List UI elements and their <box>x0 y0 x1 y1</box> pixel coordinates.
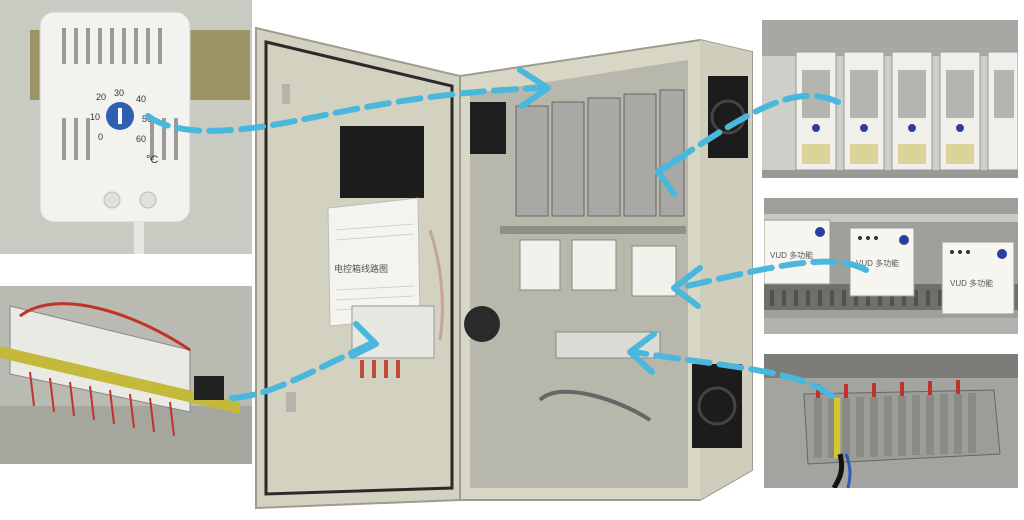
dial-tick-60: 60 <box>136 134 147 144</box>
door-terminal-rail <box>351 305 435 359</box>
inset-thermostat: 20 30 40 10 50 0 60 °C <box>0 0 252 254</box>
interior-terminal-block <box>555 331 661 359</box>
inset-power-supplies <box>762 20 1018 178</box>
cabinet-door: 电控箱线路图 <box>255 26 461 510</box>
dial-tick-10: 10 <box>90 112 101 122</box>
dial-tick-50: 50 <box>142 114 153 124</box>
interior-fan-bottom <box>464 306 500 342</box>
dial-tick-30: 30 <box>114 88 125 98</box>
interior-fan-top <box>470 102 506 154</box>
dial-tick-0: 0 <box>98 132 104 142</box>
thermostat-unit: °C <box>146 154 159 166</box>
cabinet-body <box>459 38 753 501</box>
dial-tick-20: 20 <box>96 92 107 102</box>
door-document-title: 电控箱线路图 <box>334 263 388 274</box>
inset-terminal-rail <box>0 286 252 464</box>
inset-terminal-block <box>764 354 1018 488</box>
vud-label-2: VUD 多功能 <box>856 259 900 268</box>
vud-module-row <box>519 239 677 297</box>
vud-label-1: VUD 多功能 <box>770 251 814 260</box>
vud-label-3: VUD 多功能 <box>950 279 994 288</box>
inset-vud-modules: VUD 多功能 VUD 多功能 VUD 多功能 <box>764 198 1018 334</box>
dial-tick-40: 40 <box>136 94 147 104</box>
door-power-box <box>340 126 424 198</box>
external-fan-top <box>708 76 748 158</box>
